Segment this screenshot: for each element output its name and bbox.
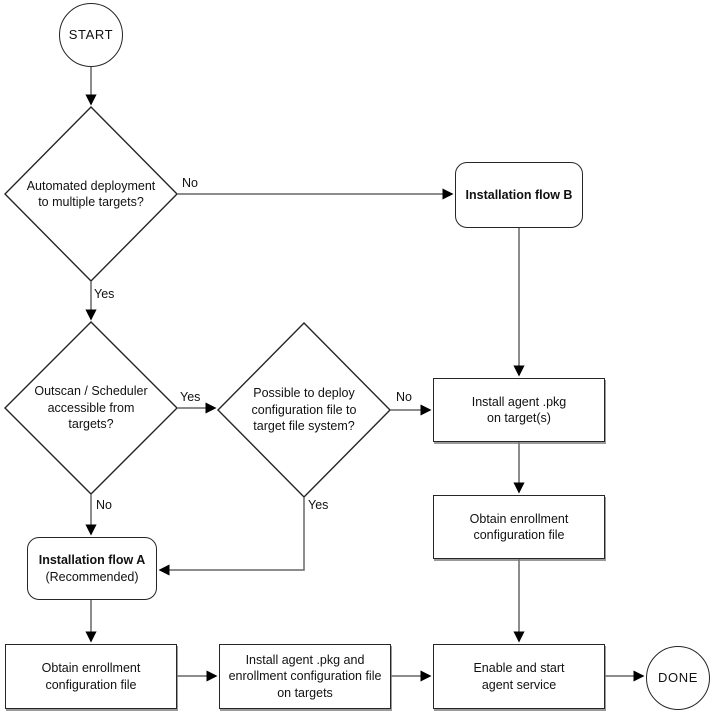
decision-multi-targets: Automated deployment to multiple targets… — [11, 107, 171, 281]
decision-multi-targets-label: Automated deployment to multiple targets… — [26, 178, 156, 210]
decision-deploy-config: Possible to deploy configuration file to… — [224, 323, 384, 497]
enable-service-label: Enable and start agent service — [473, 661, 565, 692]
installation-flow-a-text: Installation flow A (Recommended) — [39, 552, 145, 585]
installation-flow-b-node: Installation flow B — [455, 162, 583, 228]
edge-label-deploy-no: No — [396, 390, 412, 404]
installation-flow-a-subtitle: (Recommended) — [45, 569, 139, 584]
install-pkg-targets-label: Install agent .pkg on target(s) — [471, 394, 567, 425]
obtain-enrollment-right-node: Obtain enrollment configuration file — [433, 495, 605, 559]
install-pkg-and-config-node: Install agent .pkg and enrollment config… — [219, 644, 391, 709]
installation-flow-a-title: Installation flow A — [38, 553, 146, 568]
obtain-enrollment-right-label: Obtain enrollment configuration file — [469, 511, 569, 542]
start-node: START — [59, 3, 123, 67]
obtain-enrollment-left-node: Obtain enrollment configuration file — [5, 644, 177, 709]
decision-outscan-label: Outscan / Scheduler accessible from targ… — [34, 384, 148, 432]
installation-flow-b-title: Installation flow B — [465, 187, 573, 202]
edge-label-deploy-yes: Yes — [308, 498, 329, 512]
obtain-enrollment-left-label: Obtain enrollment configuration file — [41, 661, 141, 692]
start-label: START — [68, 26, 114, 42]
install-pkg-and-config-label: Install agent .pkg and enrollment config… — [228, 653, 382, 700]
installation-flow-a-node: Installation flow A (Recommended) — [27, 537, 157, 600]
decision-deploy-config-label: Possible to deploy configuration file to… — [251, 386, 357, 434]
edge-label-outscan-no: No — [96, 498, 112, 512]
done-label: DONE — [658, 669, 698, 685]
edge-label-outscan-yes: Yes — [180, 390, 201, 404]
done-node: DONE — [646, 646, 710, 710]
edge-label-multi-yes: Yes — [94, 287, 115, 301]
edge-deploy-yes-to-flowa — [158, 497, 305, 576]
edge-label-multi-no: No — [182, 176, 198, 190]
enable-service-node: Enable and start agent service — [433, 644, 605, 709]
install-pkg-targets-node: Install agent .pkg on target(s) — [433, 378, 605, 442]
decision-outscan: Outscan / Scheduler accessible from targ… — [11, 322, 171, 494]
